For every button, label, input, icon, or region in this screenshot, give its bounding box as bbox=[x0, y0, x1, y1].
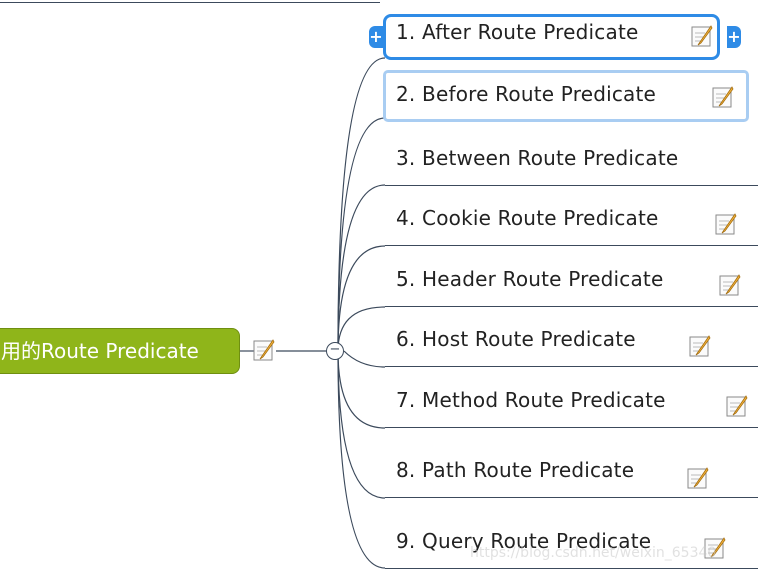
branch-label: 9. Query Route Predicate bbox=[396, 529, 652, 553]
note-icon[interactable] bbox=[718, 273, 742, 297]
top-divider bbox=[0, 2, 380, 3]
collapse-icon[interactable]: − bbox=[326, 342, 344, 360]
central-topic-label: 用的Route Predicate bbox=[1, 339, 199, 363]
branch-label: 4. Cookie Route Predicate bbox=[396, 206, 659, 230]
note-icon[interactable] bbox=[711, 85, 735, 109]
branch-label: 3. Between Route Predicate bbox=[396, 146, 679, 170]
note-icon[interactable] bbox=[688, 334, 712, 358]
branch-topic[interactable]: 1. After Route Predicate bbox=[396, 20, 726, 60]
branch-underline bbox=[385, 245, 758, 246]
branch-underline bbox=[385, 306, 758, 307]
branch-topic[interactable]: 5. Header Route Predicate bbox=[385, 267, 758, 307]
branch-label: 6. Host Route Predicate bbox=[396, 327, 636, 351]
branch-label: 7. Method Route Predicate bbox=[396, 388, 666, 412]
note-icon[interactable] bbox=[690, 24, 714, 48]
branch-topic[interactable]: 4. Cookie Route Predicate bbox=[385, 206, 758, 246]
branch-label: 1. After Route Predicate bbox=[396, 20, 639, 44]
branch-topic[interactable]: 8. Path Route Predicate bbox=[385, 458, 758, 498]
branch-underline bbox=[385, 427, 758, 428]
branch-underline bbox=[385, 185, 758, 186]
watermark: https://blog.csdn.net/weixin_65340 bbox=[470, 545, 717, 561]
branch-topic[interactable]: 9. Query Route Predicate bbox=[385, 529, 758, 569]
branch-label: 5. Header Route Predicate bbox=[396, 267, 664, 291]
note-icon[interactable] bbox=[714, 212, 738, 236]
branch-topic[interactable]: 2. Before Route Predicate bbox=[396, 82, 741, 122]
branch-underline bbox=[385, 366, 758, 367]
add-topic-icon[interactable]: + bbox=[369, 26, 383, 48]
note-icon[interactable] bbox=[686, 466, 710, 490]
selected-topic-frame bbox=[383, 14, 720, 60]
central-topic[interactable]: 用的Route Predicate bbox=[0, 328, 240, 374]
branch-label: 8. Path Route Predicate bbox=[396, 458, 635, 482]
branch-topic[interactable]: 7. Method Route Predicate bbox=[385, 388, 758, 428]
branch-topic[interactable]: 3. Between Route Predicate bbox=[385, 146, 758, 186]
branch-topic[interactable]: 6. Host Route Predicate bbox=[385, 327, 758, 367]
hover-topic-frame bbox=[383, 70, 749, 122]
branch-label: 2. Before Route Predicate bbox=[396, 82, 657, 106]
note-icon[interactable] bbox=[252, 338, 276, 362]
note-icon[interactable] bbox=[703, 536, 727, 560]
note-icon[interactable] bbox=[725, 394, 749, 418]
branch-underline bbox=[385, 497, 758, 498]
branch-underline bbox=[385, 568, 758, 569]
add-topic-icon[interactable]: + bbox=[727, 26, 741, 48]
